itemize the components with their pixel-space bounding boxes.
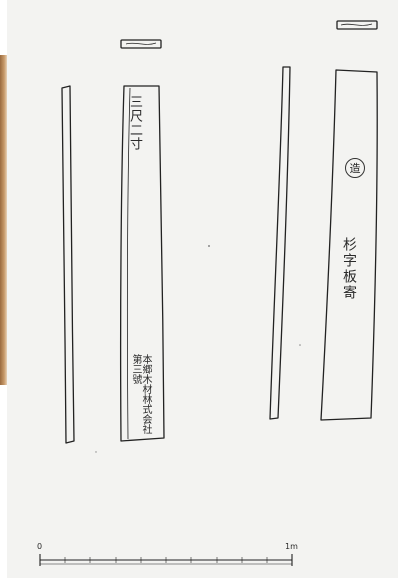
- front-board-inscription: 本郷木材林式会社 第三號: [130, 348, 151, 434]
- inscription-line: 本郷木材林式会社: [140, 354, 151, 434]
- back-board-section: [336, 20, 378, 30]
- front-board-side-outline: [61, 85, 75, 444]
- back-board-side-outline: [269, 66, 291, 420]
- front-board-top-label: 三尺二寸: [127, 95, 142, 151]
- scale-bar: [39, 554, 293, 566]
- back-board-label: 杉字板寄: [341, 237, 357, 301]
- front-board-face-outline: [119, 85, 165, 442]
- back-board-face-outline: [320, 69, 378, 421]
- paper-specks: [95, 245, 301, 453]
- scale-start-label: 0: [37, 542, 43, 551]
- photo-edge-strip: [0, 55, 7, 385]
- front-board-face-inner-edge: [127, 87, 131, 440]
- scale-end-label: 1m: [285, 542, 298, 551]
- back-board-section-grain: [340, 23, 373, 26]
- back-board-seal: 造: [345, 158, 365, 178]
- front-board-section: [120, 39, 162, 49]
- inscription-line: 第三號: [130, 354, 141, 384]
- front-board-section-grain: [125, 42, 157, 45]
